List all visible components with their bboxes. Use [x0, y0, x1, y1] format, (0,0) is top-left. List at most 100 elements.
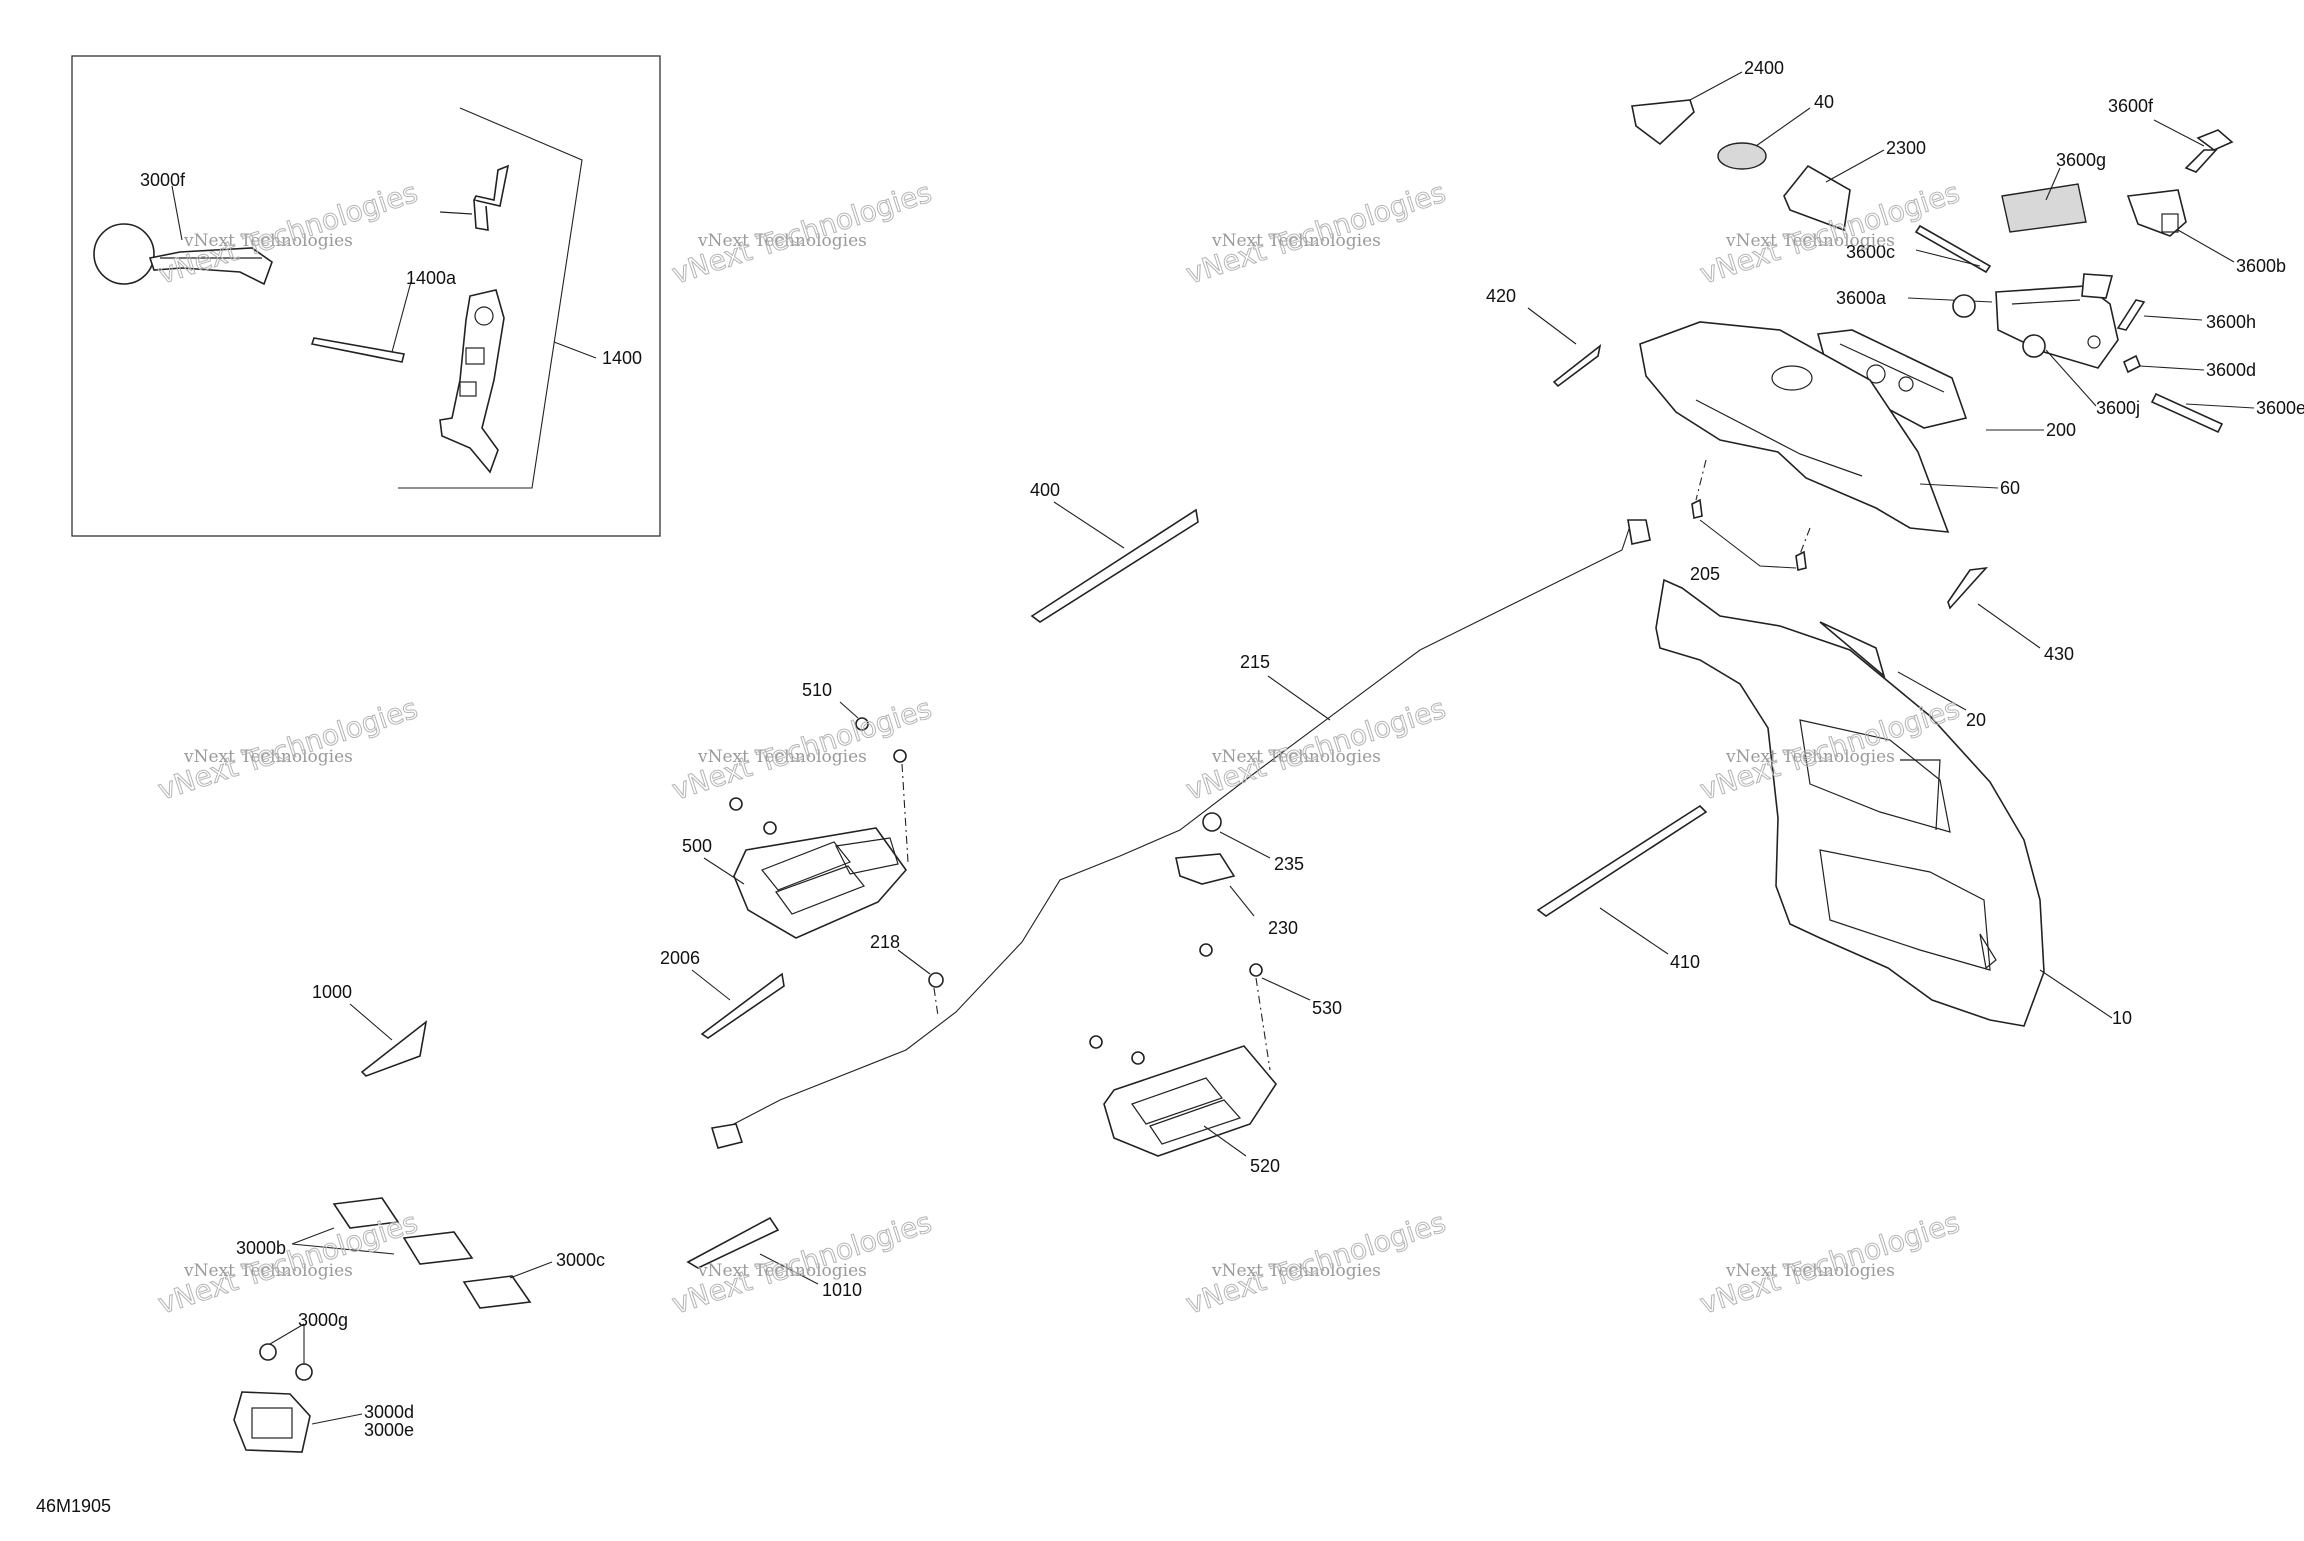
label-1400a: 1400a: [406, 268, 457, 288]
inset-frame: [71, 55, 661, 537]
bracket-230-part: [1175, 853, 1236, 885]
trim-400-part: [1030, 508, 1199, 623]
watermark-text: vNext Technologies: [183, 231, 353, 251]
label-400: 400: [1030, 480, 1060, 500]
trim-20-part: [1819, 621, 1886, 679]
strip-3600e-part: [2150, 392, 2224, 434]
label-520: 520: [1250, 1156, 1280, 1176]
label-2400: 2400: [1744, 58, 1784, 78]
nut-520a-part: [1089, 1035, 1103, 1049]
label-2006: 2006: [660, 948, 700, 968]
label-3000f: 3000f: [140, 170, 186, 190]
label-230: 230: [1268, 918, 1298, 938]
decal-2400-part: [1631, 99, 1695, 146]
label-3600c: 3600c: [1846, 242, 1895, 262]
watermark-text: vNext Technologies: [697, 1261, 867, 1281]
label-1400: 1400: [602, 348, 642, 368]
label-500: 500: [682, 836, 712, 856]
plug-part: [710, 1123, 744, 1149]
label-3600h: 3600h: [2206, 312, 2256, 332]
label-3600j: 3600j: [2096, 398, 2140, 418]
clip-235-part: [1202, 812, 1222, 832]
bracket-small-part: [439, 164, 510, 231]
label-3000b: 3000b: [236, 1238, 286, 1258]
body-panel-10-part: [1655, 578, 2045, 1027]
label-3000c: 3000c: [556, 1250, 605, 1270]
bolt-3600h-part: [2116, 299, 2146, 331]
nut-500a-part: [729, 797, 743, 811]
trim-1000-part: [360, 1020, 428, 1077]
screw-205b-part: [1795, 550, 1807, 571]
plate-520-part: [1103, 1045, 1277, 1157]
nut-530a-part: [1199, 943, 1213, 957]
label-3000g: 3000g: [298, 1310, 348, 1330]
label-530: 530: [1312, 998, 1342, 1018]
label-218: 218: [870, 932, 900, 952]
case-3000d-part: [233, 1391, 311, 1453]
label-20: 20: [1966, 710, 1986, 730]
nut-part: [1952, 294, 1976, 318]
watermark-text: vNext Technologies: [1211, 231, 1381, 251]
label-215: 215: [1240, 652, 1270, 672]
watermark-text: vNext Technologies: [697, 747, 867, 767]
watermark-text: vNext Technologies: [183, 747, 353, 767]
label-3600f: 3600f: [2108, 96, 2154, 116]
latch-3600b-part: [2126, 189, 2187, 237]
label-1010: 1010: [822, 1280, 862, 1300]
label-3600b: 3600b: [2236, 256, 2286, 276]
label-60: 60: [2000, 478, 2020, 498]
label-40: 40: [1814, 92, 1834, 112]
watermark-text: vNext Technologies: [1211, 1261, 1381, 1281]
label-200: 200: [2046, 420, 2076, 440]
pad-3000c-part: [462, 1275, 532, 1309]
watermark-text: vNext Technologies: [697, 231, 867, 251]
nut-500b-part: [763, 821, 777, 835]
label-430: 430: [2044, 644, 2074, 664]
nut-510b-part: [893, 749, 907, 763]
diagram-code: 46M1905: [36, 1496, 111, 1516]
label-1000: 1000: [312, 982, 352, 1002]
strip-1400a-part: [310, 337, 405, 363]
label-235: 235: [1274, 854, 1304, 874]
wrench-part: [439, 289, 505, 474]
nut-3600j-part: [2022, 334, 2046, 358]
label-410: 410: [1670, 952, 1700, 972]
label-3000d: 3000d: [364, 1402, 414, 1422]
label-10: 10: [2112, 1008, 2132, 1028]
trim-1010-part: [686, 1216, 780, 1269]
watermark-text: vNext Technologies: [1725, 1261, 1895, 1281]
trim-2006-part: [700, 972, 785, 1039]
screw-218-part: [928, 972, 944, 988]
watermark-text: vNext Technologies: [183, 1261, 353, 1281]
emblem-40-part: [1717, 142, 1767, 170]
trim-420-part: [1552, 344, 1602, 388]
screw-205a-part: [1691, 498, 1703, 519]
label-3600a: 3600a: [1836, 288, 1887, 308]
nut-510a-part: [855, 717, 869, 731]
label-3600d: 3600d: [2206, 360, 2256, 380]
pad-3600g-part: [2001, 183, 2087, 233]
decal-2300-part: [1783, 164, 1851, 232]
trim-430-part: [1947, 566, 1989, 610]
label-420: 420: [1486, 286, 1516, 306]
nut-520b-part: [1131, 1051, 1145, 1065]
harness-215-part: [729, 525, 1631, 1127]
pin-3600c-part: [1914, 224, 1992, 274]
label-3600g: 3600g: [2056, 150, 2106, 170]
plate-500-part: [733, 827, 908, 939]
watermark-text: vNext Technologies: [1211, 747, 1381, 767]
trim-410-part: [1536, 804, 1708, 917]
cover-60-part: [1639, 321, 1950, 533]
watermark-text: vNext Technologies: [1725, 231, 1895, 251]
label-3600e: 3600e: [2256, 398, 2304, 418]
screw-3000g-a-part: [259, 1343, 277, 1361]
label-3000e: 3000e: [364, 1420, 414, 1440]
hinge-3600a-part: [1995, 285, 2119, 369]
screw-part: [2081, 273, 2114, 299]
label-510: 510: [802, 680, 832, 700]
mirror-part: [93, 223, 273, 286]
screw-3000g-b-part: [295, 1363, 313, 1381]
nut-530b-part: [1249, 963, 1263, 977]
